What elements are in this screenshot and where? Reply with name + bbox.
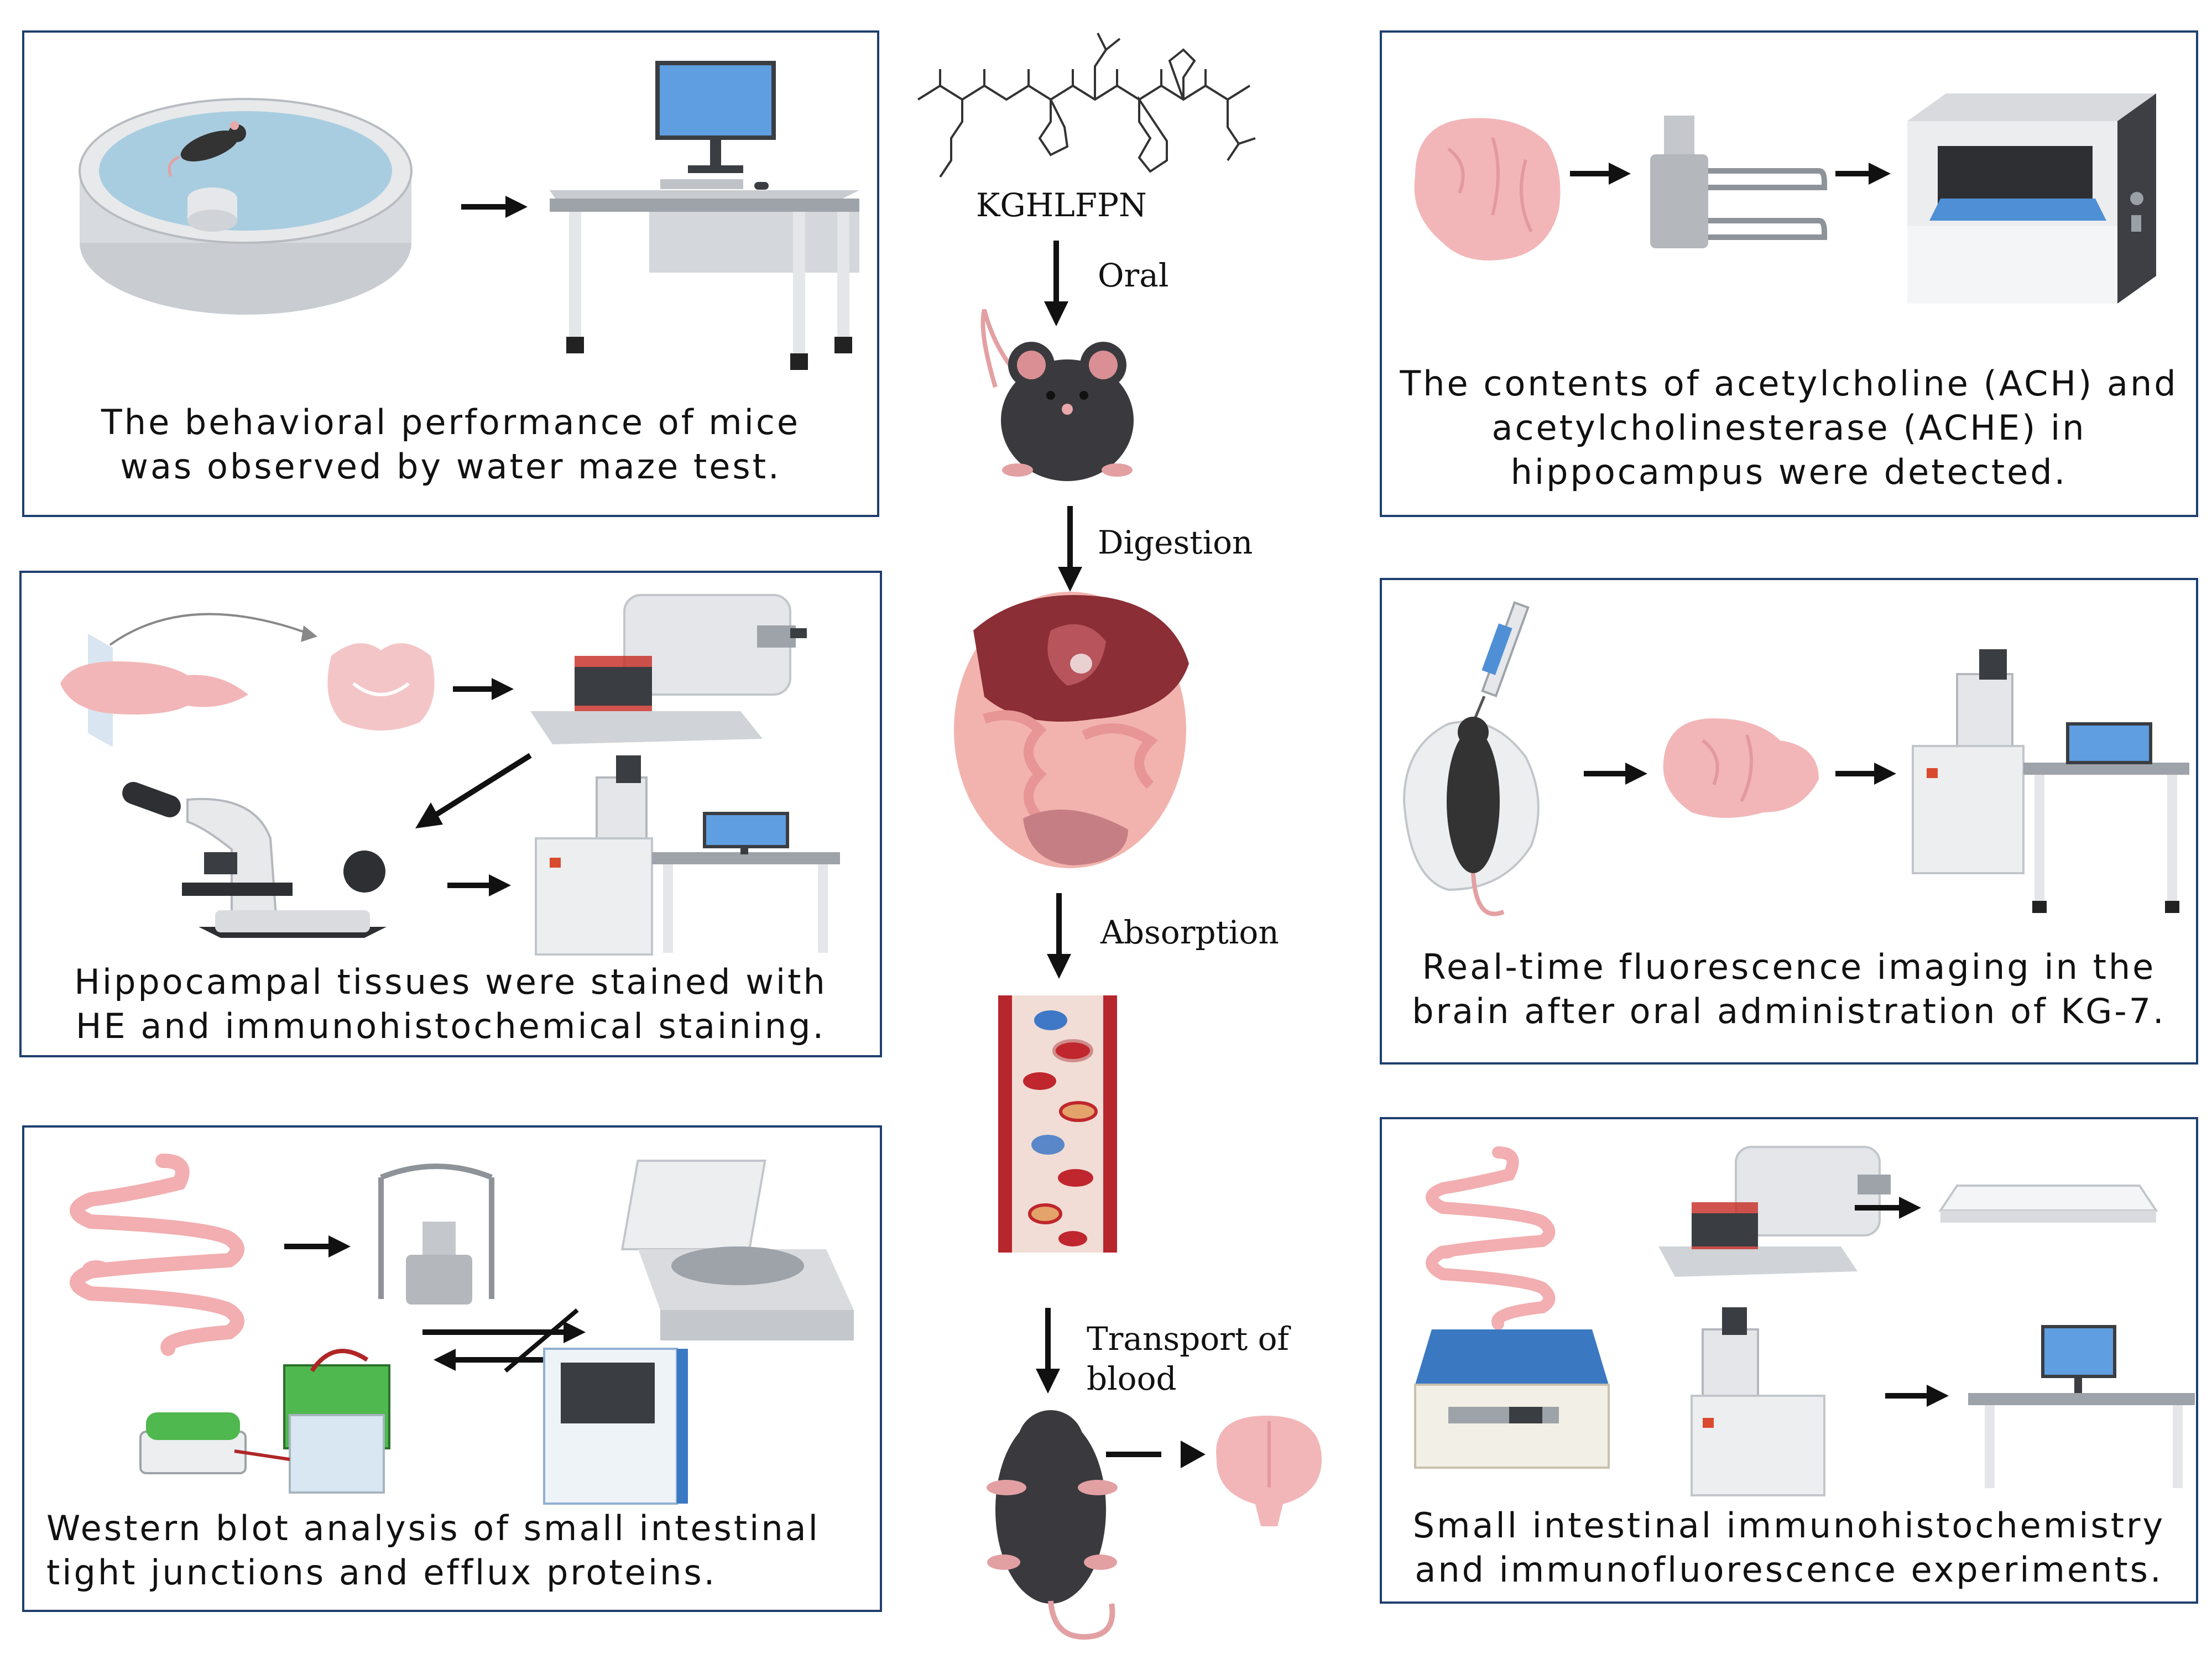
intestine-icon [1426, 1146, 1556, 1330]
ach-illustration [1414, 93, 2156, 304]
panel-staining: Hippocampal tissues were stained with HE… [19, 571, 882, 1057]
staining-illustration [60, 594, 840, 956]
arrow-icon [1835, 763, 1896, 785]
electrophoresis-icon [139, 1349, 390, 1494]
coronal-section-icon [327, 643, 435, 731]
step-label-transport: Transport of blood [1087, 1320, 1290, 1397]
homogenizer-icon [378, 1164, 494, 1305]
western-blot-illustration [70, 1154, 854, 1505]
blood-vessel-icon [998, 995, 1117, 1253]
computer-desk-icon [550, 61, 859, 370]
imaging-system-icon [1912, 649, 2189, 913]
digestive-organs-icon [954, 592, 1189, 868]
arrow-icon [1570, 163, 1631, 185]
microtome-icon [1658, 1146, 1891, 1277]
arrow-icon [453, 678, 514, 700]
panel-caption: The behavioral performance of mice was o… [101, 402, 801, 487]
peptide-structure [917, 33, 1256, 178]
panel-caption: Hippocampal tissues were stained with HE… [74, 962, 827, 1046]
arrow-icon [1584, 763, 1647, 785]
panel-caption: Small intestinal immunohistochemistry an… [1412, 1505, 2166, 1590]
fluorescence-illustration [1402, 601, 2189, 916]
step-label-absorption: Absorption [1100, 914, 1279, 951]
mouse-icon [980, 309, 1134, 481]
arrow-icon [1044, 241, 1068, 326]
intestinal-ihc-illustration [1414, 1146, 2195, 1496]
syringe-icon [1469, 601, 1530, 730]
imaging-system-icon [543, 1348, 688, 1505]
imaging-system-icon [535, 755, 840, 956]
slide-warmer-icon [1414, 1329, 1610, 1469]
arrow-icon [447, 874, 511, 896]
arrow-icon [1047, 893, 1071, 979]
arrow-icon [1106, 1441, 1206, 1468]
computer-desk-icon [1968, 1325, 2195, 1488]
arrow-icon [1058, 506, 1082, 592]
arrow-icon [461, 196, 528, 218]
arrow-icon [1855, 1197, 1921, 1219]
centrifuge-icon [620, 1160, 854, 1340]
step-label-oral: Oral [1098, 257, 1169, 294]
arrow-icon [1835, 163, 1891, 185]
intestine-icon [70, 1154, 244, 1356]
brain-icon [1663, 718, 1819, 818]
microtome-icon [530, 594, 807, 744]
panel-ach-detection: The contents of acetylcholine (ACH) and … [1380, 30, 2198, 517]
arrow-icon [1885, 1385, 1949, 1407]
panel-fluorescence: Real-time fluorescence imaging in the br… [1380, 578, 2198, 1065]
arrow-icon [1036, 1308, 1060, 1394]
panel-intestinal-ihc: Small intestinal immunohistochemistry an… [1380, 1117, 2198, 1604]
panel-water-maze: The behavioral performance of mice was o… [22, 30, 879, 517]
homogenizer-icon [1650, 116, 1827, 248]
slide-tray-icon [1938, 1185, 2158, 1223]
imaging-system-icon [1691, 1307, 1825, 1496]
arrow-icon [415, 753, 532, 828]
panel-western-blot: Western blot analysis of small intestina… [22, 1125, 882, 1612]
brain-icon [1216, 1416, 1322, 1526]
peptide-name: KGHLFPN [976, 186, 1147, 224]
mouse-icon [987, 1410, 1118, 1640]
hand-with-mouse-icon [1402, 717, 1540, 916]
brain-slice-icon [60, 613, 317, 747]
arrow-icon [284, 1235, 351, 1258]
microscope-icon [122, 782, 387, 938]
plate-reader-icon [1907, 93, 2156, 304]
water-maze-illustration [79, 61, 859, 370]
step-label-digestion: Digestion [1098, 524, 1253, 561]
water-maze-pool-icon [79, 98, 413, 315]
panel-caption: Western blot analysis of small intestina… [46, 1508, 820, 1593]
panel-caption: Real-time fluorescence imaging in the br… [1412, 947, 2166, 1031]
brain-icon [1414, 118, 1561, 260]
panel-caption: The contents of acetylcholine (ACH) and … [1400, 363, 2178, 492]
